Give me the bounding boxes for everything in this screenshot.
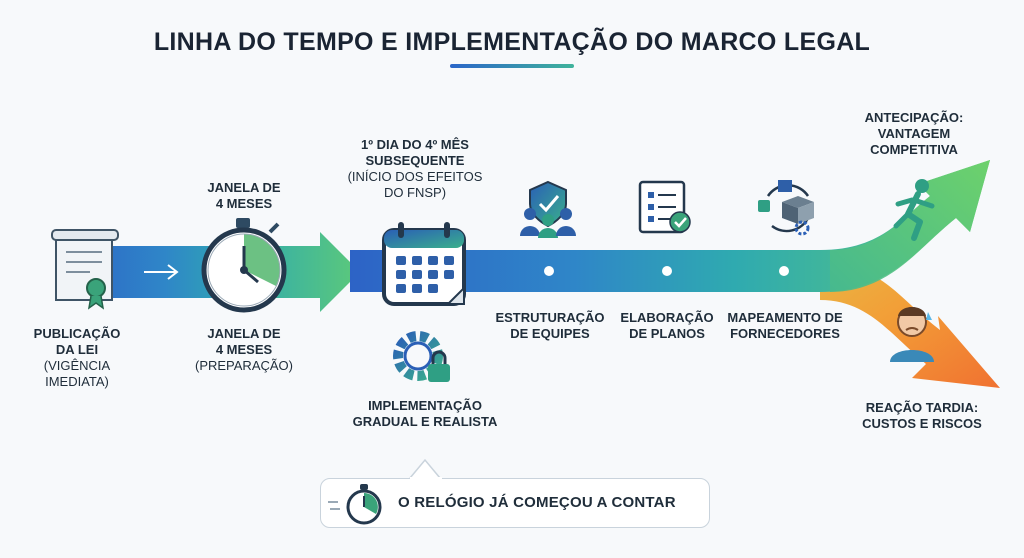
worried-person-icon: [890, 307, 934, 362]
page-title: LINHA DO TEMPO E IMPLEMENTAÇÃO DO MARCO …: [153, 28, 871, 56]
stopwatch-icon: [201, 218, 287, 313]
anticipation-arrow: [830, 160, 990, 292]
callout-text: O RELÓGIO JÁ COMEÇOU A CONTAR: [398, 494, 676, 511]
checklist-icon: [638, 180, 691, 234]
callout-pointer-cover: [410, 477, 442, 482]
callout-pointer: [409, 458, 441, 479]
calendar-icon: [382, 222, 466, 306]
document-seal-icon: [51, 229, 119, 310]
milestone-dot: [662, 266, 672, 276]
band-arrow-glyph: [144, 264, 179, 280]
milestone-dot: [779, 266, 789, 276]
team-shield-icon: [520, 180, 576, 238]
runner-icon: [893, 179, 935, 241]
callout-box: [320, 478, 710, 528]
milestone-dot: [544, 266, 554, 276]
late-reaction-label: REAÇÃO TARDIA:CUSTOS E RISCOS: [862, 400, 982, 431]
title-underline: [450, 64, 574, 68]
gear-lock-icon: [393, 331, 450, 382]
small-stopwatch-icon: [328, 484, 382, 525]
supply-cycle-icon: [758, 180, 814, 236]
